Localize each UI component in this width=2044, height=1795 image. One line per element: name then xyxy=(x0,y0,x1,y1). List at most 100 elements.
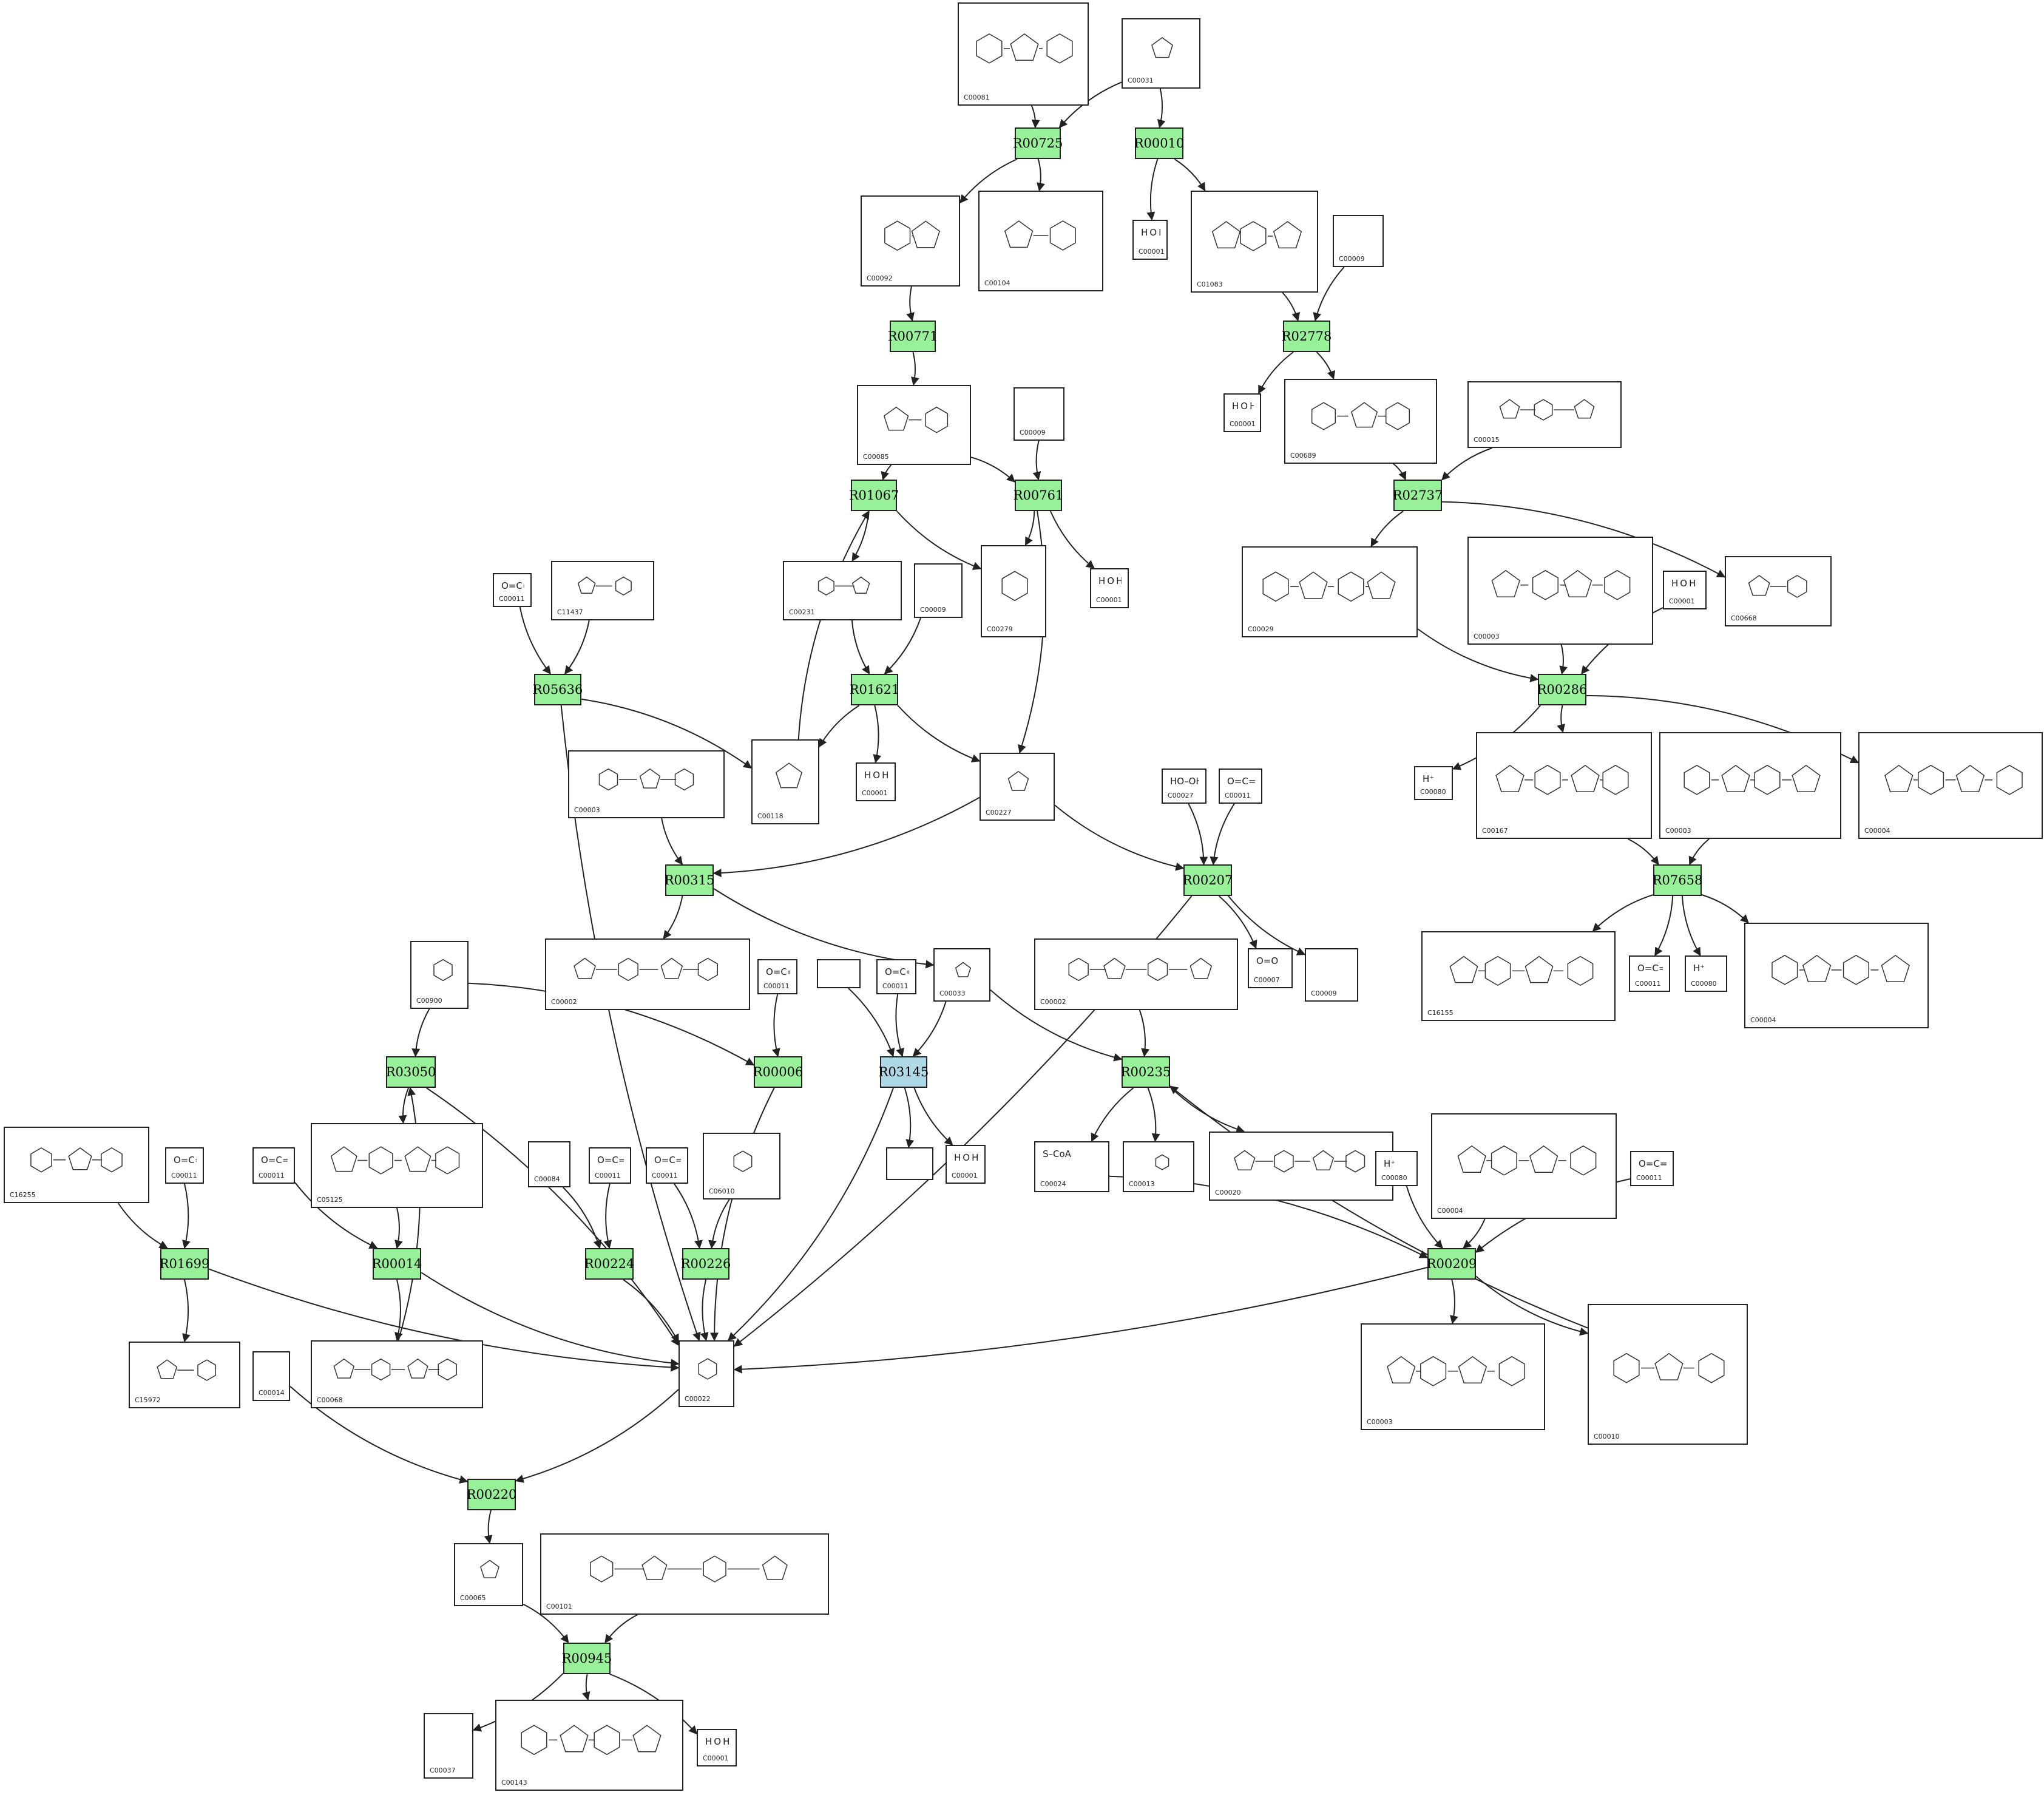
compound-c00068[interactable]: C00068 xyxy=(311,1340,483,1408)
compound-c00092[interactable]: C00092 xyxy=(861,195,960,287)
compound-c00900[interactable]: C00900 xyxy=(410,941,469,1009)
compound-c00003[interactable]: C00003 xyxy=(1361,1323,1545,1430)
compound-c00167[interactable]: C00167 xyxy=(1476,732,1652,839)
reaction-r00226[interactable]: R00226 xyxy=(681,1248,731,1280)
compound-c00080[interactable]: H⁺C00080 xyxy=(1375,1151,1418,1186)
compound-formula: H O H xyxy=(1232,401,1254,412)
reaction-r00224[interactable]: R00224 xyxy=(584,1248,634,1280)
reaction-r00014[interactable]: R00014 xyxy=(372,1248,422,1280)
reaction-r00315[interactable]: R00315 xyxy=(665,864,714,896)
reaction-r00725[interactable]: R00725 xyxy=(1013,127,1063,159)
compound-c00029[interactable]: C00029 xyxy=(1242,546,1418,637)
compound-c00081[interactable]: C00081 xyxy=(958,2,1089,106)
reaction-r00209[interactable]: R00209 xyxy=(1427,1248,1477,1280)
compound-c00668[interactable]: C00668 xyxy=(1725,556,1832,626)
compound-c00084[interactable]: C00084 xyxy=(528,1141,570,1187)
compound-empty[interactable] xyxy=(886,1147,933,1180)
compound-c00004[interactable]: C00004 xyxy=(1431,1113,1617,1219)
reaction-r01699[interactable]: R01699 xyxy=(160,1248,209,1280)
compound-c00009[interactable]: C00009 xyxy=(1333,215,1384,267)
compound-c00118[interactable]: C00118 xyxy=(751,739,819,824)
compound-c00080[interactable]: H⁺C00080 xyxy=(1414,766,1453,800)
compound-c00011[interactable]: O=C=OC00011 xyxy=(252,1147,295,1184)
compound-c00011[interactable]: O=C=OC00011 xyxy=(589,1147,631,1184)
compound-c00104[interactable]: C00104 xyxy=(978,191,1103,291)
compound-c00022[interactable]: C00022 xyxy=(679,1340,734,1407)
compound-c00011[interactable]: O=C=OC00011 xyxy=(1219,769,1262,804)
compound-c15972[interactable]: C15972 xyxy=(129,1342,240,1408)
reaction-r03145[interactable]: R03145 xyxy=(879,1056,929,1088)
compound-c00011[interactable]: O=C=OC00011 xyxy=(876,959,916,994)
compound-c00080[interactable]: H⁺C00080 xyxy=(1685,955,1727,992)
compound-c00033[interactable]: C00033 xyxy=(933,948,990,1002)
reaction-r00761[interactable]: R00761 xyxy=(1014,480,1063,511)
compound-c00009[interactable]: C00009 xyxy=(1014,387,1064,441)
compound-c00004[interactable]: C00004 xyxy=(1858,732,2043,839)
compound-c00009[interactable]: C00009 xyxy=(914,563,963,618)
reaction-r02778[interactable]: R02778 xyxy=(1282,321,1332,352)
compound-c00002[interactable]: C00002 xyxy=(1034,938,1238,1010)
reaction-r00945[interactable]: R00945 xyxy=(562,1643,612,1674)
compound-c00227[interactable]: C00227 xyxy=(980,753,1055,821)
compound-c16255[interactable]: C16255 xyxy=(4,1127,149,1203)
edge-r02778-to-c00001_b xyxy=(1258,351,1294,395)
compound-c00231[interactable]: C00231 xyxy=(783,561,902,620)
compound-c00037[interactable]: C00037 xyxy=(424,1713,473,1779)
compound-empty[interactable] xyxy=(817,959,861,988)
compound-id: C00031 xyxy=(1128,76,1154,84)
compound-c00014[interactable]: C00014 xyxy=(252,1351,290,1401)
reaction-r03050[interactable]: R03050 xyxy=(386,1056,436,1088)
compound-c00011[interactable]: O=C=OC00011 xyxy=(757,959,797,994)
reaction-r01621[interactable]: R01621 xyxy=(850,674,899,705)
compound-c00085[interactable]: C00085 xyxy=(857,385,971,465)
compound-c00011[interactable]: O=C=OC00011 xyxy=(1630,1151,1674,1186)
compound-c00002[interactable]: C00002 xyxy=(545,938,750,1010)
reaction-r05636[interactable]: R05636 xyxy=(533,674,583,705)
reaction-r00207[interactable]: R00207 xyxy=(1183,864,1233,896)
compound-c00003[interactable]: C00003 xyxy=(1659,732,1841,839)
reaction-r01067[interactable]: R01067 xyxy=(849,480,899,511)
compound-c00065[interactable]: C00065 xyxy=(454,1543,523,1606)
compound-c00101[interactable]: C00101 xyxy=(540,1533,829,1615)
reaction-r00010[interactable]: R00010 xyxy=(1134,127,1184,159)
compound-c00011[interactable]: O=C=OC00011 xyxy=(493,573,532,607)
compound-c05125[interactable]: C05125 xyxy=(311,1123,483,1208)
reaction-r00235[interactable]: R00235 xyxy=(1121,1056,1171,1088)
compound-c11437[interactable]: C11437 xyxy=(551,561,654,620)
compound-c00011[interactable]: O=C=OC00011 xyxy=(165,1147,204,1184)
compound-c00013[interactable]: C00013 xyxy=(1123,1141,1194,1192)
compound-c00279[interactable]: C00279 xyxy=(981,545,1046,637)
compound-c16155[interactable]: C16155 xyxy=(1421,931,1616,1021)
compound-c00689[interactable]: C00689 xyxy=(1284,379,1437,464)
edge-r03145-to-c00001_f xyxy=(913,1087,953,1145)
compound-c00003[interactable]: C00003 xyxy=(1467,537,1653,645)
compound-c01083[interactable]: C01083 xyxy=(1191,191,1318,293)
reaction-r00771[interactable]: R00771 xyxy=(888,321,938,352)
reaction-r07658[interactable]: R07658 xyxy=(1653,864,1702,896)
compound-c00015[interactable]: C00015 xyxy=(1467,381,1622,448)
compound-c00020[interactable]: C00020 xyxy=(1209,1132,1393,1201)
compound-c00010[interactable]: C00010 xyxy=(1588,1304,1748,1445)
compound-c00011[interactable]: O=C=OC00011 xyxy=(646,1147,688,1184)
reaction-r02737[interactable]: R02737 xyxy=(1393,480,1443,511)
reaction-r00220[interactable]: R00220 xyxy=(467,1479,516,1510)
compound-c00031[interactable]: C00031 xyxy=(1122,18,1200,89)
compound-c00011[interactable]: O=C=OC00011 xyxy=(1629,955,1670,992)
compound-c00143[interactable]: C00143 xyxy=(495,1700,683,1791)
compound-c00027[interactable]: HO–OHC00027 xyxy=(1162,769,1206,804)
reaction-r00006[interactable]: R00006 xyxy=(753,1056,803,1088)
compound-c06010[interactable]: C06010 xyxy=(703,1133,780,1199)
reaction-r00286[interactable]: R00286 xyxy=(1537,674,1587,705)
compound-c00003[interactable]: C00003 xyxy=(568,750,725,818)
compound-c00009[interactable]: C00009 xyxy=(1305,948,1358,1002)
compound-c00004[interactable]: C00004 xyxy=(1744,923,1929,1028)
